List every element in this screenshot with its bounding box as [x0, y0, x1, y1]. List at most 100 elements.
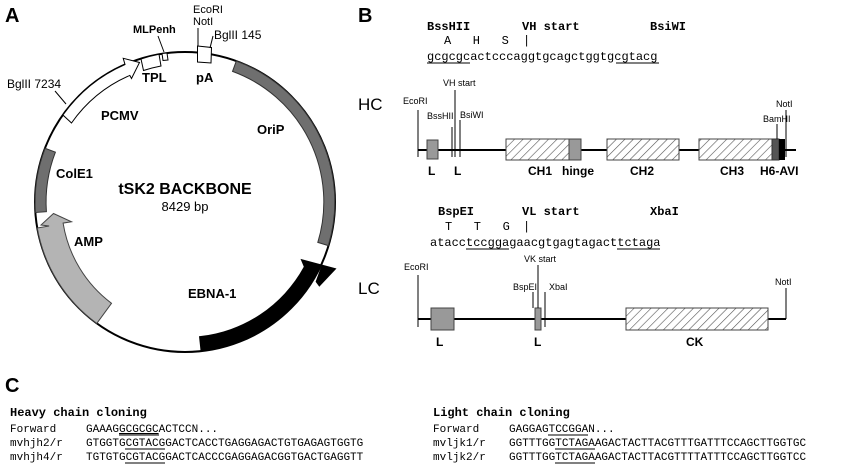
- bglii7234-tick: [54, 90, 67, 105]
- lc-amino-acids: T T G: [445, 220, 510, 234]
- light-k1-name: mvljk1/r: [433, 438, 486, 450]
- bglii7234-label: BglII 7234: [7, 77, 61, 91]
- lc-seq-lead: atacc: [430, 236, 466, 250]
- lc-vk-start-label: VK start: [524, 254, 557, 264]
- seq-post: GACTCACCTGAGGAGACTGTGAGAGTGGTG: [165, 438, 363, 450]
- ebna1-label: EBNA-1: [188, 286, 236, 301]
- hc-ch2-box: [606, 138, 680, 161]
- lc-bspei-label: BspEI: [513, 282, 537, 292]
- hc-bamhi-label: BamHI: [763, 114, 791, 124]
- heavy-forward-name: Forward: [10, 424, 56, 436]
- lc-xbai-label: XbaI: [549, 282, 568, 292]
- lc-noti-label: NotI: [775, 277, 792, 287]
- hc-h6-box: [771, 138, 780, 161]
- hc-seq-middle: actcccaggtgcagctggtg: [470, 50, 614, 64]
- seq-post: AGACTACTTACGTTTGATTTCCAGCTTGGTGC: [595, 438, 807, 450]
- pa-label: pA: [196, 70, 214, 85]
- seq-pre: TGTGTG: [86, 452, 126, 464]
- lc-ck-box: [625, 307, 769, 331]
- lc-seq-xbai-site: tctaga: [617, 236, 660, 250]
- seq-post: ACTCCN...: [159, 424, 218, 436]
- light-chain-cloning: Light chain cloning Forward GAGGAGTCCGGA…: [433, 406, 806, 464]
- amp-arrow: [36, 212, 113, 325]
- plasmid-title: tSK2 BACKBONE: [118, 181, 252, 198]
- seq-pre: GGTTTGG: [509, 438, 555, 450]
- hc-l2-label: L: [454, 164, 461, 178]
- lc-xbai-header: XbaI: [650, 205, 679, 219]
- lc-l1-label: L: [436, 335, 443, 349]
- hc-avi-box: [779, 139, 785, 160]
- hc-start-marker: |: [523, 34, 530, 48]
- heavy-r4-seq: TGTGTGCGTACGGACTCACCCGAGGAGACGGTGACTGAGG…: [86, 452, 364, 464]
- cole1-segment: [34, 147, 57, 214]
- lc-l2-label: L: [534, 335, 541, 349]
- lc-l1-box: [430, 307, 455, 331]
- lc-vl-start-header: VL start: [522, 205, 580, 219]
- mlpenh-segment: [161, 52, 169, 62]
- hc-ch2-label: CH2: [630, 164, 654, 178]
- seq-site-underlined: GCGCGC: [119, 424, 159, 436]
- hc-ch1-label: CH1: [528, 164, 552, 178]
- plasmid-map: [34, 45, 337, 353]
- seq-site-underlined: TCTAGA: [555, 438, 595, 450]
- heavy-r2-seq: GTGGTGCGTACGGACTCACCTGAGGAGACTGTGAGAGTGG…: [86, 438, 363, 450]
- lc-ecori-label: EcoRI: [404, 262, 429, 272]
- amp-label: AMP: [74, 234, 103, 249]
- seq-site-underlined: CGTACG: [126, 452, 166, 464]
- seq-pre: GAAAG: [86, 424, 119, 436]
- mlpenh-label: MLPenh: [133, 24, 176, 36]
- seq-pre: GTGGTG: [86, 438, 126, 450]
- lc-sequence-block: BspEI VL start XbaI T T G | atacctccggag…: [430, 205, 679, 250]
- hc-vh-start-label: VH start: [443, 78, 476, 88]
- hc-hinge-box: [568, 138, 582, 161]
- heavy-cloning-title: Heavy chain cloning: [10, 406, 147, 420]
- hc-ch3-label: CH3: [720, 164, 744, 178]
- lc-bspei-header: BspEI: [438, 205, 474, 219]
- hc-ecori-label: EcoRI: [403, 96, 428, 106]
- heavy-r4-name: mvhjh4/r: [10, 452, 63, 464]
- pcmv-label: PCMV: [101, 108, 139, 123]
- hc-construct: [417, 90, 796, 161]
- hc-l1-box: [426, 139, 439, 160]
- seq-site-underlined: TCTAGA: [555, 452, 595, 464]
- hc-bsiwi-label: BsiWI: [460, 110, 484, 120]
- seq-site-underlined: CGTACG: [126, 438, 166, 450]
- ebna1-arrow: [199, 258, 337, 352]
- tpl-label: TPL: [142, 70, 167, 85]
- lc-nucleotide-seq: atacctccggagaacgtgagtagacttctaga: [430, 236, 660, 250]
- seq-site-underlined: TCCGGA: [549, 424, 589, 436]
- seq-post: GACTCACCCGAGGAGACGGTGACTGAGGTT: [165, 452, 363, 464]
- light-cloning-title: Light chain cloning: [433, 406, 570, 420]
- seq-post: N...: [588, 424, 614, 436]
- hc-ch1-box: [505, 138, 570, 161]
- tpl-segment: [140, 53, 162, 72]
- hc-noti-label: NotI: [776, 99, 793, 109]
- pa-segment: [197, 45, 213, 64]
- hc-bsshii-label: BssHII: [427, 111, 454, 121]
- plasmid-size: 8429 bp: [162, 199, 209, 214]
- hc-label: HC: [358, 95, 383, 114]
- panel-label-a: A: [5, 5, 19, 27]
- pcmv-arrow: [62, 57, 141, 124]
- seq-pre: GGTTTGG: [509, 452, 555, 464]
- light-forward-seq: GAGGAGTCCGGAN...: [509, 424, 615, 436]
- seq-post: AGACTACTTACGTTTTATTTCCAGCTTGGTCC: [595, 452, 807, 464]
- hc-seq-bsshii-site: gcgcgc: [427, 50, 470, 64]
- light-k1-seq: GGTTTGGTCTAGAAGACTACTTACGTTTGATTTCCAGCTT…: [509, 438, 806, 450]
- light-forward-name: Forward: [433, 424, 479, 436]
- orip-segment: [231, 60, 336, 247]
- noti-label: NotI: [193, 16, 213, 28]
- lc-construct: [417, 265, 787, 331]
- lc-seq-bspei-site: tccgga: [466, 236, 509, 250]
- hc-vh-start-header: VH start: [522, 20, 580, 34]
- hc-nucleotide-seq: gcgcgcactcccaggtgcagctggtgcgtacg: [427, 50, 657, 64]
- seq-pre: GAGGAG: [509, 424, 549, 436]
- lc-ck-label: CK: [686, 335, 704, 349]
- hc-hinge-label: hinge: [562, 164, 594, 178]
- hc-sequence-block: BssHII VH start BsiWI A H S | gcgcgcactc…: [427, 20, 686, 64]
- hc-amino-acids: A H S: [444, 34, 509, 48]
- lc-l2-box: [534, 307, 542, 331]
- lc-seq-middle: gaacgtgagtagact: [509, 236, 617, 250]
- orip-label: OriP: [257, 122, 285, 137]
